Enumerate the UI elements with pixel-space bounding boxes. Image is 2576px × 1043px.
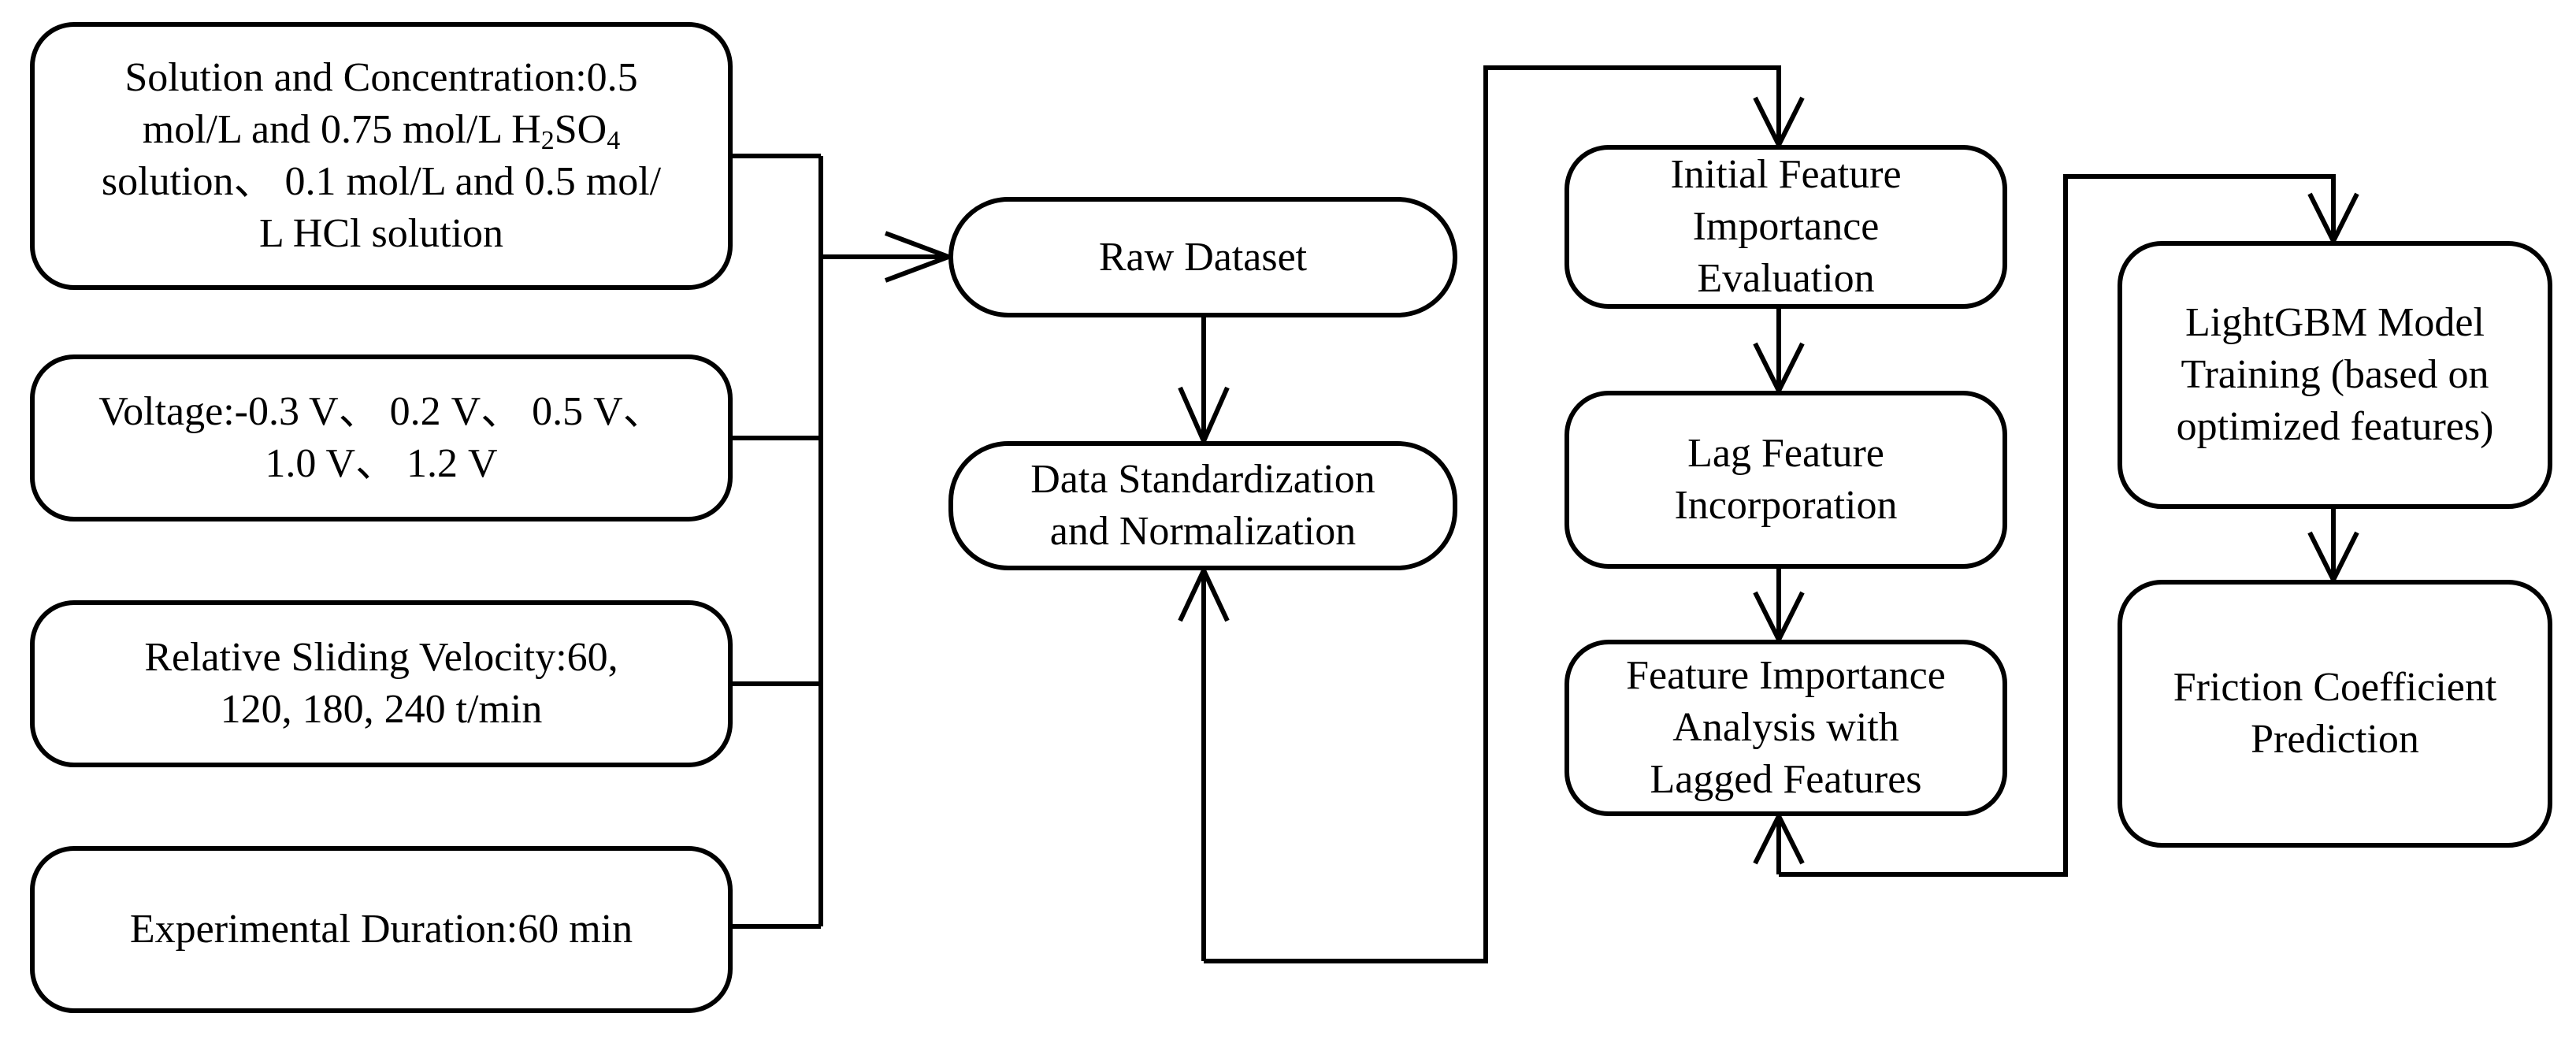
raw-dataset-box: Raw Dataset <box>948 197 1457 317</box>
initial-importance-line-1: Initial Feature <box>1670 152 1902 197</box>
input-duration-box: Experimental Duration:60 min <box>30 846 733 1013</box>
lag-feature-box: Lag Feature Incorporation <box>1565 391 2007 569</box>
input-solution-box: Solution and Concentration:0.5 mol/L and… <box>30 22 733 290</box>
lightgbm-box: LightGBM Model Training (based on optimi… <box>2118 241 2552 509</box>
lightgbm-line-2: Training (based on <box>2181 352 2489 397</box>
voltage-line-1: Voltage:-0.3 V、 0.2 V、 0.5 V、 <box>98 389 664 434</box>
initial-importance-line-3: Evaluation <box>1697 256 1875 301</box>
standardization-to-initial-loop <box>1204 65 1781 963</box>
arrowhead <box>1753 811 1805 865</box>
lagged-analysis-box: Feature Importance Analysis with Lagged … <box>1565 640 2007 816</box>
duration-line-1: Experimental Duration:60 min <box>129 907 633 952</box>
subscript-4: 4 <box>607 126 621 155</box>
standardization-box: Data Standardization and Normalization <box>948 441 1457 570</box>
solution-line-4: L HCl solution <box>258 211 504 256</box>
analysis-to-lightgbm-loop <box>1779 174 2336 877</box>
input-velocity-box: Relative Sliding Velocity:60, 120, 180, … <box>30 600 733 767</box>
input-voltage-box: Voltage:-0.3 V、 0.2 V、 0.5 V、 1.0 V、 1.2… <box>30 354 733 522</box>
initial-importance-box: Initial Feature Importance Evaluation <box>1565 145 2007 309</box>
raw-dataset-label: Raw Dataset <box>1098 234 1308 280</box>
solution-line-1: Solution and Concentration:0.5 <box>124 55 638 100</box>
lightgbm-line-3: optimized features) <box>2176 404 2494 449</box>
prediction-line-1: Friction Coefficient <box>2173 665 2497 710</box>
velocity-line-2: 120, 180, 240 t/min <box>220 687 543 732</box>
standardization-line-2: and Normalization <box>1049 509 1357 554</box>
lightgbm-line-1: LightGBM Model <box>2185 300 2485 345</box>
standardization-line-1: Data Standardization <box>1030 457 1375 502</box>
solution-line-2: mol/L and 0.75 mol/L H2SO4 <box>143 104 620 156</box>
solution-line-3: solution、 0.1 mol/L and 0.5 mol/ <box>101 159 662 204</box>
velocity-line-1: Relative Sliding Velocity:60, <box>144 635 618 680</box>
initial-importance-line-2: Importance <box>1692 204 1880 249</box>
lagged-analysis-line-1: Feature Importance <box>1626 653 1946 698</box>
prediction-line-2: Prediction <box>2251 717 2419 762</box>
subscript-2: 2 <box>540 126 555 155</box>
lag-feature-line-1: Lag Feature <box>1687 431 1884 476</box>
arrowhead <box>1178 564 1230 622</box>
voltage-line-2: 1.0 V、 1.2 V <box>265 441 498 486</box>
prediction-box: Friction Coefficient Prediction <box>2118 580 2552 848</box>
solution-so: SO <box>554 107 607 152</box>
lag-feature-line-2: Incorporation <box>1674 483 1898 528</box>
lagged-analysis-line-2: Analysis with <box>1672 705 1899 750</box>
lagged-analysis-line-3: Lagged Features <box>1650 757 1922 802</box>
solution-line-2-text: mol/L and 0.75 mol/L H <box>142 107 541 152</box>
